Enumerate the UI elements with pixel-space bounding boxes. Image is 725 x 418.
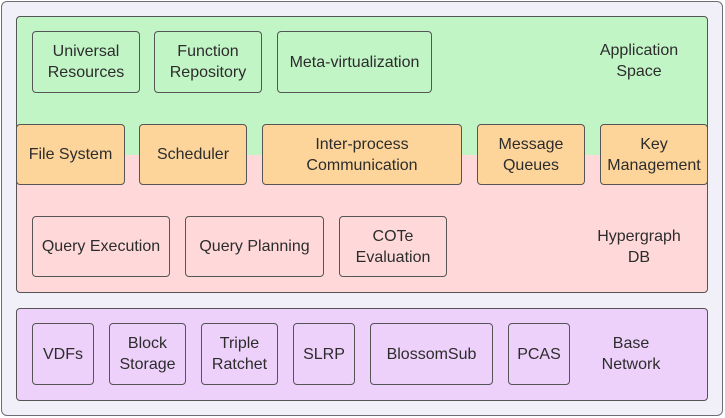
block-storage-box: Block Storage xyxy=(109,323,186,385)
cote-evaluation-box: COTe Evaluation xyxy=(339,216,447,277)
universal-resources-box: Universal Resources xyxy=(32,31,140,93)
key-management-box: Key Management xyxy=(600,124,708,185)
base-network-label: Base Network xyxy=(601,335,661,373)
meta-virtualization-box: Meta-virtualization xyxy=(277,31,432,93)
function-repository-box: Function Repository xyxy=(154,31,262,93)
inter-process-communication-box: Inter-process Communication xyxy=(262,124,462,185)
query-planning-box: Query Planning xyxy=(185,216,324,277)
hypergraph-db-label: Hypergraph DB xyxy=(597,228,681,266)
message-queues-box: Message Queues xyxy=(477,124,585,185)
slrp-box: SLRP xyxy=(293,323,355,385)
query-execution-box: Query Execution xyxy=(32,216,170,277)
application-space-label: Application Space xyxy=(599,42,679,80)
scheduler-box: Scheduler xyxy=(139,124,247,185)
blossomsub-box: BlossomSub xyxy=(370,323,493,385)
vdfs-box: VDFs xyxy=(32,323,94,385)
triple-ratchet-box: Triple Ratchet xyxy=(201,323,278,385)
pcas-box: PCAS xyxy=(508,323,570,385)
file-system-box: File System xyxy=(16,124,125,185)
